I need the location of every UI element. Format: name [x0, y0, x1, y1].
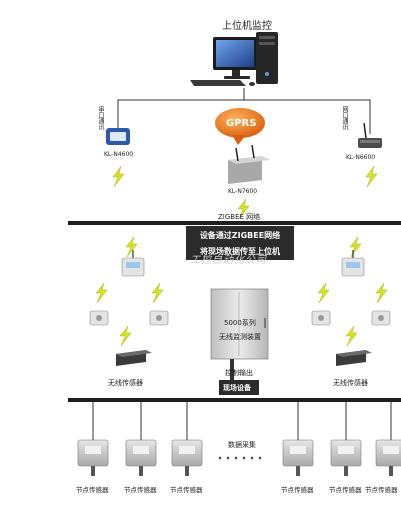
node-sensor-icon: [283, 402, 313, 476]
zigbee-label: ZIGBEE 网络: [218, 212, 260, 222]
wireless-module-right-icon: [336, 350, 372, 366]
field-device-label: 现场设备: [223, 383, 251, 393]
center-modem-label: KL-N7600: [228, 188, 257, 195]
node-sensor-label: 节点传感器: [365, 484, 398, 494]
wireless-sensor-left-mid2-icon: [150, 311, 168, 325]
watermark-text: 工控自动化公司: [190, 251, 267, 266]
lightning-icon: [152, 283, 163, 303]
wireless-sensor-right-mid2-icon: [372, 311, 390, 325]
left-port-label: 串口通讯: [96, 106, 105, 130]
lightning-icon: [96, 283, 107, 303]
cabinet-line1: 5000系列: [224, 318, 256, 328]
node-sensor-icon: [331, 402, 361, 476]
node-sensor-label: 节点传感器: [124, 484, 157, 494]
lightning-icon: [126, 237, 137, 257]
data-collection-label: 数据采集: [228, 440, 256, 450]
node-sensor-icon: [78, 402, 108, 476]
node-sensor-icon: [376, 402, 401, 476]
banner-line1: 设备通过ZIGBEE网络: [190, 230, 290, 241]
node-sensor-label: 节点传感器: [170, 484, 203, 494]
modem-center-icon: [228, 145, 270, 184]
wireless-sensor-left-mid-icon: [90, 311, 108, 325]
control-output-label: 控制输出: [225, 368, 253, 378]
node-sensor-label: 节点传感器: [329, 484, 362, 494]
wireless-sensor-left-top-icon: [122, 250, 144, 276]
modem-left-icon: [106, 128, 130, 145]
computer-icon: [190, 32, 278, 86]
wireless-left-label: 无线传感器: [108, 378, 143, 388]
lightning-icon: [376, 283, 387, 303]
node-sensor-icon: [172, 402, 202, 476]
gprs-label: GPRS: [226, 118, 256, 129]
right-port-label: 网口通讯: [340, 106, 349, 130]
title-label: 上位机监控: [222, 17, 272, 32]
node-sensors: [78, 402, 401, 476]
wireless-sensor-right-top-icon: [342, 250, 364, 276]
wireless-sensor-right-mid-icon: [312, 311, 330, 325]
lightning-icon: [113, 166, 124, 187]
wireless-right-label: 无线传感器: [333, 378, 368, 388]
lightning-icon: [350, 237, 361, 257]
node-sensor-icon: [126, 402, 156, 476]
lightning-icon: [346, 326, 357, 346]
lightning-icon: [366, 166, 377, 187]
ellipsis-dots: [219, 457, 261, 459]
lightning-icon: [318, 283, 329, 303]
wireless-module-left-icon: [116, 350, 152, 366]
field-bus-bar: [68, 398, 401, 402]
cabinet-line2: 无线监测装置: [219, 332, 261, 342]
lightning-icon: [120, 326, 131, 346]
node-sensor-label: 节点传感器: [76, 484, 109, 494]
node-sensor-label: 节点传感器: [281, 484, 314, 494]
right-modem-label: KL-N6600: [346, 154, 375, 161]
left-modem-label: KL-N4600: [104, 151, 133, 158]
